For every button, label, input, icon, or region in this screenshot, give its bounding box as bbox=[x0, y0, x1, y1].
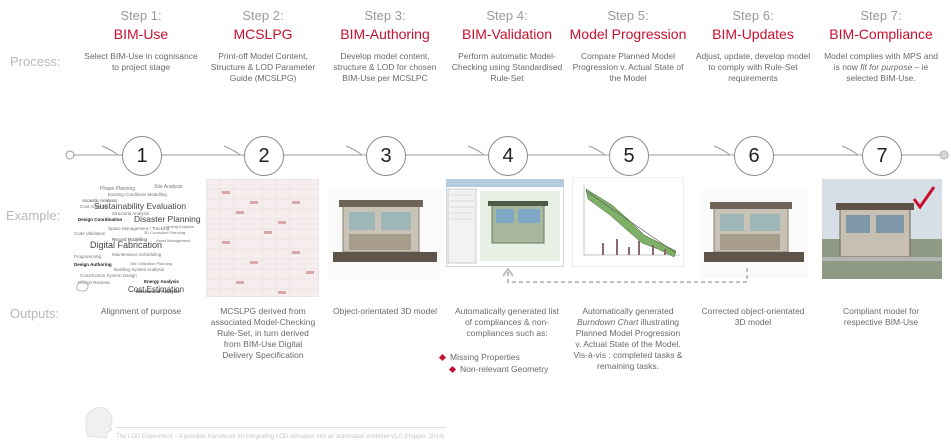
step-1-name: BIM-Use bbox=[113, 26, 169, 42]
bim-authoring-3d-model bbox=[329, 188, 441, 280]
word-cloud-item: Cost Estimation bbox=[128, 285, 185, 294]
word-cloud-item: Sustainability Evaluation bbox=[94, 201, 187, 211]
step-3-output: Object-orientated 3D model bbox=[333, 306, 437, 316]
word-cloud-item: Code Validation bbox=[74, 231, 106, 236]
step-4-output-bullets: Missing Properties Non-relevant Geometry bbox=[438, 352, 570, 375]
word-cloud-item: Site Utilization Planning bbox=[130, 261, 173, 266]
step-5-name: Model Progression bbox=[569, 26, 687, 42]
compliance-check-icon bbox=[912, 186, 936, 210]
step-4-title: Step 4: bbox=[486, 8, 528, 23]
step-1-title: Step 1: bbox=[120, 8, 162, 23]
bullet-item-missing-properties: Missing Properties bbox=[438, 352, 570, 363]
corrected-3d-model bbox=[700, 190, 808, 278]
timeline-end-node bbox=[939, 150, 949, 160]
step-6-description: Adjust, update, develop model to comply … bbox=[695, 51, 811, 83]
wordle-logo-icon bbox=[76, 280, 89, 292]
word-cloud-item: Programming bbox=[74, 254, 102, 259]
word-cloud-item: Site Analysis bbox=[154, 184, 183, 190]
word-cloud-item: Construction System Design bbox=[80, 273, 137, 278]
step-2-description: Print-off Model Content, Structure & LOD… bbox=[210, 51, 316, 83]
word-cloud-item: Lighting Analysis bbox=[164, 224, 194, 229]
word-cloud-item: Existing Conditions Modelling bbox=[108, 192, 167, 197]
footer-citation: The LOD Experiment – A possible framewor… bbox=[116, 434, 445, 440]
step-4-name: BIM-Validation bbox=[461, 26, 552, 42]
outputs-row-label: Outputs: bbox=[10, 306, 60, 321]
step-4-description: Perform automatic Model-Checking using S… bbox=[451, 51, 563, 83]
step-1-output: Alignment of purpose bbox=[100, 306, 182, 316]
word-cloud-item: Maintenance Scheduling bbox=[112, 252, 162, 257]
word-cloud-item: Building System Analysis bbox=[114, 267, 165, 272]
step-5-number-circle: 5 bbox=[609, 136, 649, 176]
mcslpg-spreadsheet-thumbnail bbox=[206, 179, 319, 297]
word-cloud-item: Space Management / Tracking bbox=[108, 226, 170, 231]
word-cloud-item: Digital Fabrication bbox=[90, 240, 163, 250]
step-7-name: BIM-Compliance bbox=[829, 26, 933, 42]
footer-divider bbox=[116, 427, 446, 428]
step-7-description: Model complies with MPS and is now fit f… bbox=[824, 51, 938, 83]
step-6-title: Step 6: bbox=[732, 8, 774, 23]
step-3-description: Develop model content, structure & LOD f… bbox=[333, 51, 437, 83]
step-4-number-circle: 4 bbox=[488, 136, 528, 176]
step-7-number-circle: 7 bbox=[862, 136, 902, 176]
step-3-title: Step 3: bbox=[364, 8, 406, 23]
step-6-output: Corrected object-orientated 3D model bbox=[701, 306, 805, 327]
feedback-loop-arrow bbox=[502, 268, 748, 283]
step-7-output: Compliant model for respective BIM-Use bbox=[842, 306, 920, 327]
step-2-name: MCSLPG bbox=[233, 26, 293, 42]
step-1-description: Select BIM-Use in cognisance to project … bbox=[84, 51, 198, 72]
word-cloud-item: Asset Management bbox=[156, 238, 191, 243]
step-1-number-circle: 1 bbox=[122, 136, 162, 176]
step-3-number-circle: 3 bbox=[366, 136, 406, 176]
step-6-name: BIM-Updates bbox=[712, 26, 794, 42]
word-cloud-item: Design Coordination bbox=[78, 217, 123, 222]
word-cloud-item: Structural Analysis bbox=[112, 211, 150, 216]
word-cloud-item: Disaster Planning bbox=[134, 214, 201, 224]
word-cloud-item: Design Reviews bbox=[78, 280, 111, 285]
process-row-label: Process: bbox=[10, 54, 61, 69]
step-5-description: Compare Planned Model Progression v. Act… bbox=[572, 51, 684, 83]
step-3-name: BIM-Authoring bbox=[340, 26, 430, 42]
timeline-start-node bbox=[65, 150, 75, 160]
burndown-chart-thumbnail bbox=[572, 177, 684, 267]
head-silhouette-logo bbox=[85, 407, 113, 439]
step-2-number-circle: 2 bbox=[244, 136, 284, 176]
word-cloud-item: Phase Planning bbox=[100, 186, 136, 192]
word-cloud-item: Acoustic Analysis bbox=[82, 198, 117, 203]
word-cloud-item: Record Modelling bbox=[112, 237, 148, 242]
word-cloud-item: Cost Analysis bbox=[80, 204, 108, 209]
bim-uses-word-cloud: Phase Planning Site Analysis Existing Co… bbox=[72, 182, 201, 294]
word-cloud-item: Mechanical Analysis bbox=[136, 289, 180, 294]
bullet-diamond-icon bbox=[448, 366, 457, 374]
example-row-label: Example: bbox=[6, 208, 61, 223]
step-5-title: Step 5: bbox=[607, 8, 649, 23]
model-checker-screenshot bbox=[446, 179, 564, 267]
word-cloud-item: 3D Controlled Planning bbox=[144, 230, 186, 235]
step-7-title: Step 7: bbox=[860, 8, 902, 23]
step-5-output: Automatically generated Burndown Chart i… bbox=[573, 306, 683, 371]
step-2-title: Step 2: bbox=[242, 8, 284, 23]
timeline-arrows bbox=[101, 145, 859, 156]
word-cloud-item: Design Authoring bbox=[74, 262, 112, 267]
step-2-output: MCSLPG derived from associated Model-Che… bbox=[210, 306, 316, 360]
compliant-model-render bbox=[822, 179, 942, 279]
bullet-diamond-icon bbox=[438, 354, 447, 362]
word-cloud-item: Energy Analysis bbox=[144, 279, 179, 284]
bullet-item-non-relevant-geometry: Non-relevant Geometry bbox=[440, 364, 570, 375]
step-4-output: Automatically generated list of complian… bbox=[455, 306, 559, 338]
step-6-number-circle: 6 bbox=[734, 136, 774, 176]
